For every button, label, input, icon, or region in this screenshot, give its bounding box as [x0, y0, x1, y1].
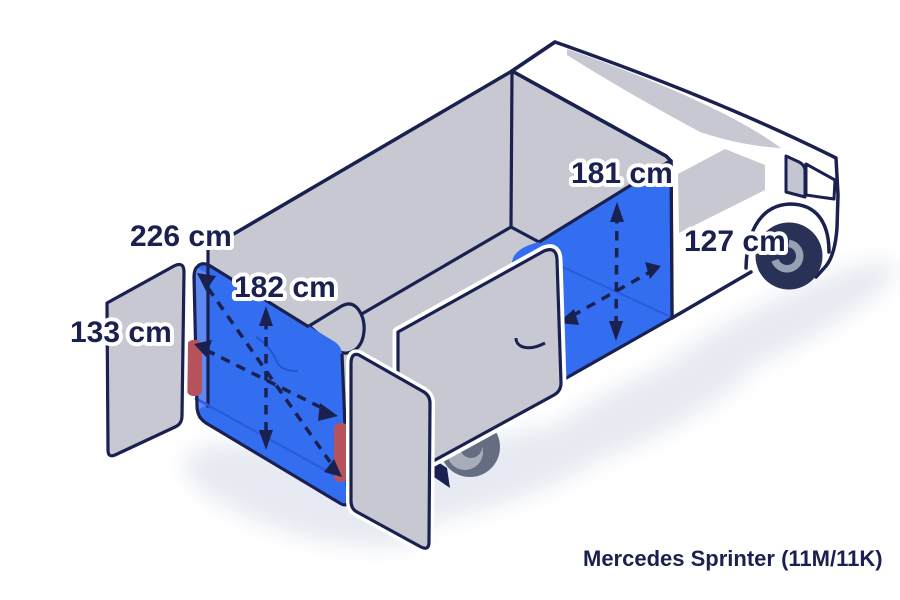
svg-text:Mercedes Sprinter (11M/11K): Mercedes Sprinter (11M/11K): [583, 546, 883, 571]
svg-text:127 cm: 127 cm: [684, 225, 786, 258]
svg-text:181 cm: 181 cm: [571, 157, 673, 190]
svg-text:226 cm: 226 cm: [130, 220, 232, 253]
svg-text:182 cm: 182 cm: [234, 271, 336, 304]
svg-text:133 cm: 133 cm: [70, 316, 172, 349]
